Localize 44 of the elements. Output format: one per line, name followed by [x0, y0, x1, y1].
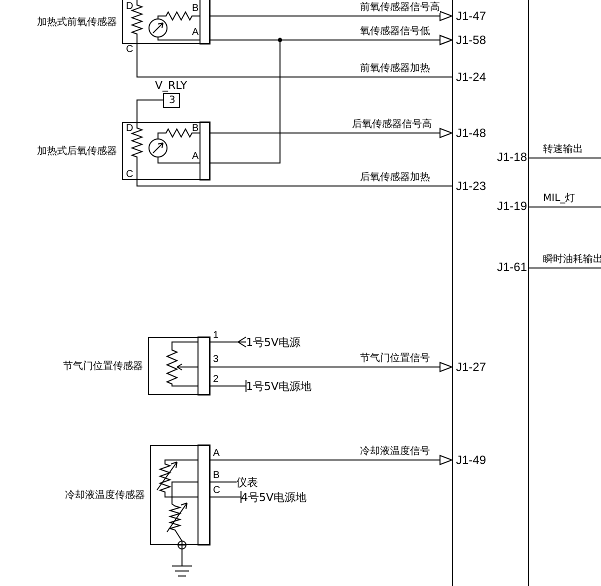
signal-label: 后氧传感器加热 — [360, 173, 430, 183]
pin-label: J1-61 — [497, 261, 528, 273]
terminal-label: 1号5V电源 — [246, 337, 301, 348]
signal-label: MIL_灯 — [543, 194, 576, 204]
pin-label: J1-47 — [456, 10, 486, 22]
signal-label: 后氧传感器信号高 — [352, 120, 432, 130]
terminal-letter: D — [126, 124, 134, 134]
control-unit-bar — [452, 0, 529, 586]
pin-label: J1-24 — [456, 71, 486, 83]
sensor-name: 加热式前氧传感器 — [37, 18, 117, 28]
pin-label: J1-48 — [456, 127, 486, 139]
terminal-label: 4号5V电源地 — [241, 492, 307, 503]
terminal-label: 1号5V电源地 — [246, 381, 312, 392]
terminal-letter: B — [213, 471, 220, 481]
sensor-name: 节气门位置传感器 — [63, 362, 143, 372]
terminal-letter: 1 — [213, 331, 219, 341]
terminal-letter: A — [213, 449, 220, 459]
signal-label: 前氧传感器信号高 — [360, 3, 440, 13]
pin-label: J1-27 — [456, 361, 486, 373]
pin-label: J1-58 — [456, 34, 486, 46]
terminal-label: 仪表 — [236, 477, 258, 488]
relay-label: V_RLY — [155, 80, 188, 91]
terminal-letter: D — [126, 2, 134, 12]
terminal-letter: B — [192, 4, 199, 14]
signal-label: 前氧传感器加热 — [360, 64, 430, 74]
terminal-letter: 2 — [213, 375, 219, 385]
signal-label: 氧传感器信号低 — [360, 27, 430, 37]
pin-label: J1-23 — [456, 180, 486, 192]
sensor-name: 冷却液温度传感器 — [65, 491, 145, 501]
pin-label: J1-49 — [456, 454, 486, 466]
terminal-letter: 3 — [213, 355, 219, 365]
terminal-letter: C — [126, 170, 134, 180]
sensor-name: 加热式后氧传感器 — [37, 147, 117, 157]
pin-label: J1-19 — [497, 200, 528, 212]
pin-label: J1-18 — [497, 151, 528, 163]
signal-label: 节气门位置信号 — [360, 354, 430, 364]
terminal-letter: A — [192, 28, 199, 38]
terminal-letter: C — [213, 486, 220, 496]
terminal-letter: C — [126, 45, 134, 55]
signal-label: 转速输出 — [543, 145, 583, 155]
terminal-letter: A — [192, 152, 199, 162]
signal-label: 冷却液温度信号 — [360, 447, 430, 457]
terminal-letter: B — [192, 124, 199, 134]
terminal-number: 3 — [169, 96, 176, 106]
